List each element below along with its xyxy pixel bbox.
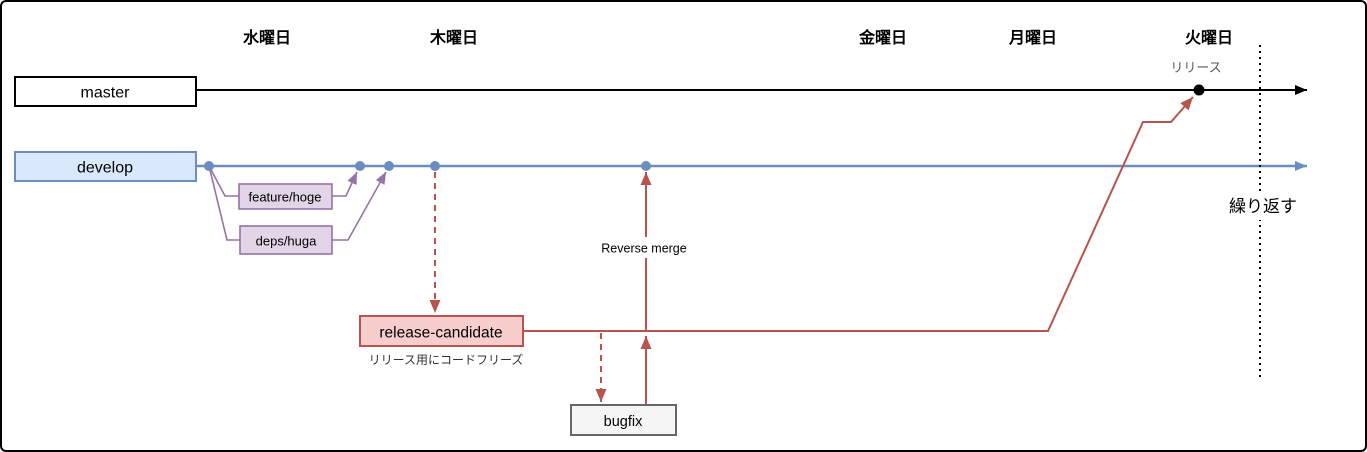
release-candidate-node	[359, 315, 524, 347]
code-freeze-caption: リリース用にコードフリーズ	[369, 352, 524, 367]
feature-branch-label: feature/hoge	[248, 190, 321, 205]
branch-out-deps-line	[208, 165, 240, 241]
day-label-friday: 金曜日	[858, 28, 907, 47]
deps-branch-node	[239, 225, 333, 255]
commit-dot-branch-point	[204, 161, 214, 171]
repeat-separator: 繰り返す	[1221, 45, 1306, 377]
master-branch-label: master	[81, 85, 131, 102]
release-candidate-label: release-candidate	[379, 324, 502, 341]
master-branch-node	[14, 76, 197, 107]
day-label-tuesday: 火曜日	[1185, 29, 1233, 47]
commit-dot-reverse-merge	[641, 161, 651, 171]
release-candidate-branch: Reverse merge release-candidate リリース用にコー…	[359, 96, 1194, 436]
commit-dots	[204, 161, 651, 171]
day-label-wednesday: 水曜日	[243, 28, 291, 47]
repeat-label-mask	[1221, 192, 1306, 220]
feature-branches: feature/hoge deps/huga	[208, 165, 387, 255]
merge-deps-arrow	[332, 171, 387, 241]
release-commit-dot	[1193, 84, 1205, 96]
deps-branch-label: deps/huga	[256, 234, 317, 249]
reverse-merge-label-mask	[598, 237, 690, 258]
repeat-label: 繰り返す	[1229, 197, 1297, 216]
release-tag: リリース	[1170, 60, 1222, 96]
merge-feature-arrow	[332, 171, 358, 197]
commit-dot-feature-merge	[355, 161, 365, 171]
feature-branch-node	[238, 183, 333, 210]
day-header: 水曜日 木曜日 金曜日 月曜日 火曜日	[243, 28, 1233, 47]
bugfix-node	[570, 404, 677, 436]
develop-branch-node	[14, 151, 197, 182]
develop-lane: develop	[14, 151, 1307, 182]
commit-dot-deps-merge	[384, 161, 394, 171]
release-candidate-line-to-master	[523, 96, 1194, 332]
develop-branch-label: develop	[77, 160, 133, 177]
commit-dot-release-cut	[430, 161, 440, 171]
reverse-merge-label: Reverse merge	[601, 241, 686, 255]
day-label-thursday: 木曜日	[429, 28, 478, 47]
branch-out-feature-line	[208, 165, 239, 197]
day-label-monday: 月曜日	[1008, 29, 1057, 47]
bugfix-label: bugfix	[604, 414, 643, 430]
master-lane: master	[14, 76, 1307, 107]
release-tag-label: リリース	[1170, 60, 1221, 75]
